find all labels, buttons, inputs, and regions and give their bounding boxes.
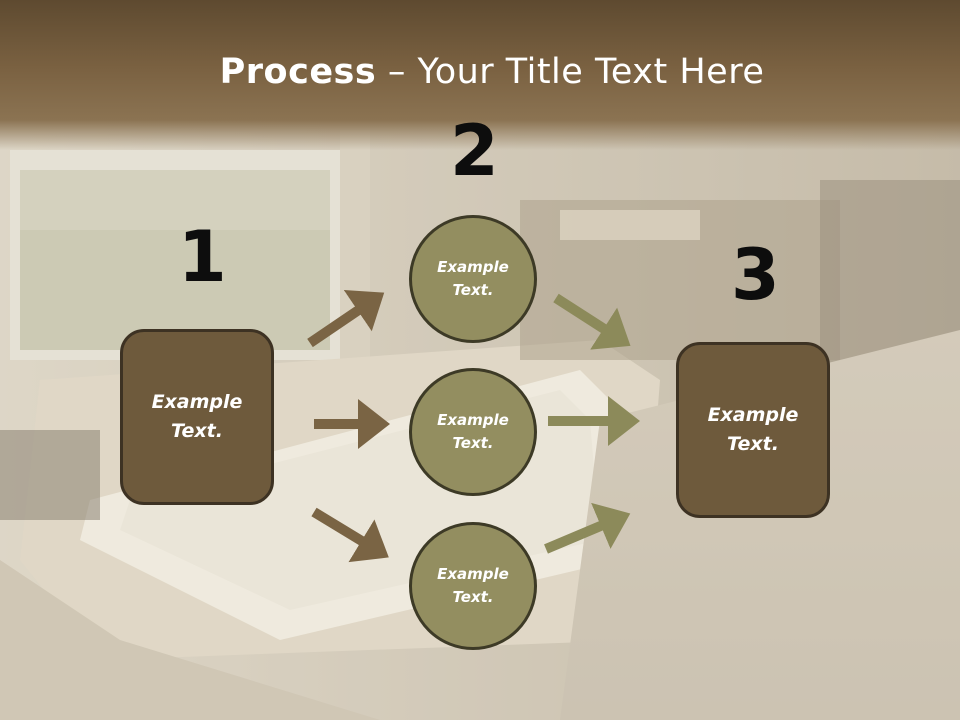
circle-top-line2: Text. xyxy=(452,281,494,299)
step-1-text-line1: Example xyxy=(151,391,243,413)
arrow-1-to-top xyxy=(307,289,385,348)
circle-middle-line2: Text. xyxy=(452,434,494,452)
step-1-text-line2: Text. xyxy=(171,420,223,442)
step-number-2: 2 xyxy=(450,110,499,192)
title-rest: – Your Title Text Here xyxy=(376,52,765,92)
step-3-text-line2: Text. xyxy=(727,433,779,455)
arrow-bottom-to-3 xyxy=(544,502,631,554)
title-band xyxy=(0,0,960,150)
arrow-top-to-3 xyxy=(553,293,631,350)
circle-top-line1: Example xyxy=(437,258,509,276)
slide-title: Process – Your Title Text Here xyxy=(0,52,960,92)
step-3-text-line1: Example xyxy=(707,404,799,426)
step-number-3: 3 xyxy=(731,234,780,316)
circle-bottom-line2: Text. xyxy=(452,588,494,606)
circle-bottom-line1: Example xyxy=(437,565,509,583)
title-bold: Process xyxy=(219,52,377,92)
arrow-1-to-bottom xyxy=(311,507,389,563)
step-number-1: 1 xyxy=(178,216,227,298)
circle-middle-line1: Example xyxy=(437,411,509,429)
